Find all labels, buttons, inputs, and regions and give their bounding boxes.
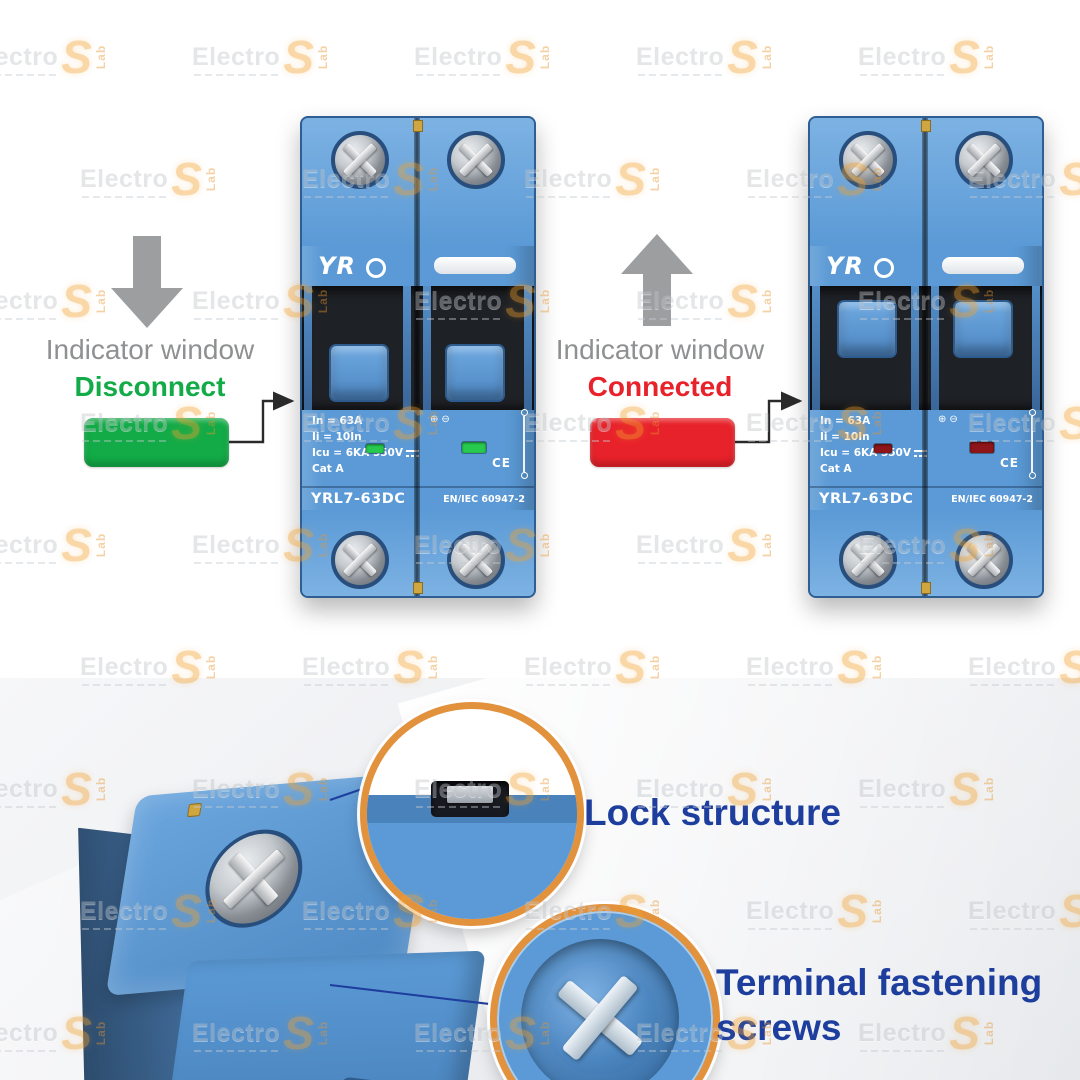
toggle-handle <box>953 300 1013 358</box>
brand-logo-ring-icon <box>874 258 894 278</box>
toggle-handle <box>445 344 505 402</box>
recess-wall <box>911 286 919 410</box>
terminal-screw-icon <box>198 825 310 932</box>
gold-clip <box>186 802 202 818</box>
lock-structure-callout <box>360 702 584 926</box>
model-number: YRL7-63DC <box>819 491 914 507</box>
lock-latch <box>447 786 493 803</box>
indicator-window <box>874 444 892 453</box>
ratings-panel: In = 63A Ii = 10In Icu = 6KA 550V Cat A … <box>302 409 534 486</box>
screw-head-icon <box>543 961 657 1075</box>
toggle-handle <box>329 344 389 402</box>
pole-seam <box>414 118 420 596</box>
disconnect-label: Disconnect <box>74 371 226 402</box>
dc-symbol-icon <box>913 449 927 458</box>
terminal-screw-callout <box>490 904 720 1080</box>
indicator-window <box>462 442 486 453</box>
recess-wall <box>524 286 532 410</box>
spec-line: Ii = 10In <box>820 431 870 443</box>
terminal-screw-icon <box>955 531 1013 589</box>
terminal-screw-icon <box>331 131 389 189</box>
ratings-panel: In = 63A Ii = 10In Icu = 6KA 550V Cat A … <box>810 409 1042 486</box>
up-arrow-head <box>621 234 693 274</box>
isolator-symbol-icon <box>521 409 528 479</box>
label-tag <box>434 257 516 274</box>
gold-clip <box>413 120 423 132</box>
indicator-window <box>366 444 384 453</box>
spec-text: Icu = 6KA 550V <box>312 447 403 459</box>
green-indicator-swatch <box>84 418 229 467</box>
lock-structure-label: Lock structure <box>584 792 842 833</box>
indicator-window <box>970 442 994 453</box>
toggle-handle <box>837 300 897 358</box>
terminal-screw-icon <box>955 131 1013 189</box>
recess-wall <box>423 286 431 410</box>
terminal-screw-icon <box>839 531 897 589</box>
brand-band: YR <box>810 246 1042 286</box>
spec-text: Icu = 6KA 550V <box>820 447 911 459</box>
up-arrow-shaft <box>643 274 671 326</box>
terminal-screws-label: Terminal fastening screws <box>716 962 1043 1049</box>
gold-clip <box>413 582 423 594</box>
red-indicator-swatch <box>590 418 735 467</box>
brand-logo: YR <box>318 252 356 280</box>
recess-wall <box>931 286 939 410</box>
isolator-symbol-icon <box>1029 409 1036 479</box>
spec-line: Cat A <box>820 463 852 475</box>
label-tag <box>942 257 1024 274</box>
ce-mark: CE <box>492 456 512 470</box>
terminal-screw-icon <box>447 531 505 589</box>
gold-clip <box>921 582 931 594</box>
recess-wall <box>812 286 820 410</box>
indicator-window-label: Indicator window <box>555 334 765 365</box>
breaker-disconnected: YR In = 63A Ii = 10In Icu = 6KA 550V Cat… <box>300 116 536 598</box>
recess-wall <box>304 286 312 410</box>
brand-logo: YR <box>826 252 864 280</box>
down-arrow-head <box>111 288 183 328</box>
spec-line: In = 63A <box>312 415 363 427</box>
ce-mark: CE <box>1000 456 1020 470</box>
screw-recess <box>521 939 679 1080</box>
model-number: YRL7-63DC <box>311 491 406 507</box>
spec-line: Ii = 10In <box>312 431 362 443</box>
down-arrow-shaft <box>133 236 161 288</box>
comparison-section: Indicator window Disconnect Indicator wi… <box>0 0 1080 660</box>
terminal-screw-icon <box>331 531 389 589</box>
recess-wall <box>1032 286 1040 410</box>
breaker-front-face: YR <box>161 950 486 1080</box>
terminal-screw-icon <box>839 131 897 189</box>
connected-label: Connected <box>587 371 733 402</box>
breaker-connected: YR In = 63A Ii = 10In Icu = 6KA 550V Cat… <box>808 116 1044 598</box>
recess-wall <box>403 286 411 410</box>
spec-line: In = 63A <box>820 415 871 427</box>
gold-clip <box>921 120 931 132</box>
brand-band: YR <box>302 246 534 286</box>
standard-number: EN/IEC 60947-2 <box>951 493 1033 505</box>
terminal-screw-icon <box>447 131 505 189</box>
indicator-window-label: Indicator window <box>45 334 255 365</box>
pole-seam <box>922 118 928 596</box>
spec-line: Cat A <box>312 463 344 475</box>
polarity-marks: ⊕⊖ <box>430 414 453 425</box>
dc-symbol-icon <box>405 449 419 458</box>
features-section: YR Lock structure Terminal fastening scr… <box>0 678 1080 1080</box>
brand-logo-ring-icon <box>366 258 386 278</box>
standard-number: EN/IEC 60947-2 <box>443 493 525 505</box>
polarity-marks: ⊕⊖ <box>938 414 961 425</box>
